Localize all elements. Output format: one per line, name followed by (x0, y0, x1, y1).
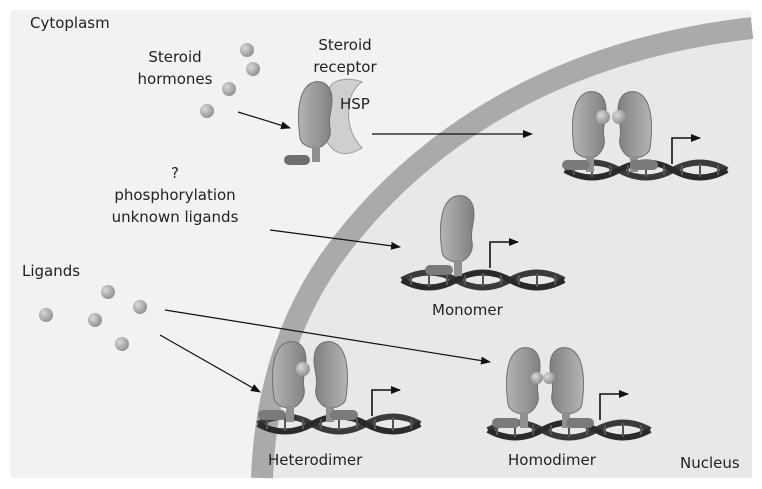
hsp-label: HSP (340, 95, 370, 113)
steroid-receptor-label: Steroid receptor (313, 36, 377, 76)
ligand-ball (133, 300, 147, 314)
ligand-ball (88, 313, 102, 327)
homodimer-on-dna (488, 347, 650, 438)
cytoplasm-label: Cytoplasm (30, 14, 110, 32)
heterodimer-arrow (159, 334, 261, 393)
ligands-label: Ligands (22, 262, 81, 280)
ligand-ball (115, 337, 129, 351)
nucleus-label: Nucleus (680, 454, 740, 472)
homodimer-label: Homodimer (508, 451, 596, 469)
ligand-ball (39, 308, 53, 322)
dna-binding-domain (284, 155, 310, 165)
steroid-dimer-on-dna (562, 91, 727, 178)
ligand-ball (101, 285, 115, 299)
monomer-label: Monomer (432, 301, 503, 319)
heterodimer-label: Heterodimer (268, 451, 363, 469)
monomer-on-dna (402, 195, 564, 288)
hormone-ball (240, 43, 254, 57)
hormone-ball (200, 104, 214, 118)
unknown-ligand-arrow (269, 229, 401, 250)
hormone-ball (222, 82, 236, 96)
homodimer-arrow (164, 309, 491, 365)
heterodimer-on-dna (258, 341, 420, 432)
unknown-ligands-label: ? phosphorylation unknown ligands (111, 164, 239, 226)
hormone-ball (246, 62, 260, 76)
steroid-hormones-label: Steroid hormones (137, 48, 213, 88)
hormone-arrow (237, 111, 291, 130)
